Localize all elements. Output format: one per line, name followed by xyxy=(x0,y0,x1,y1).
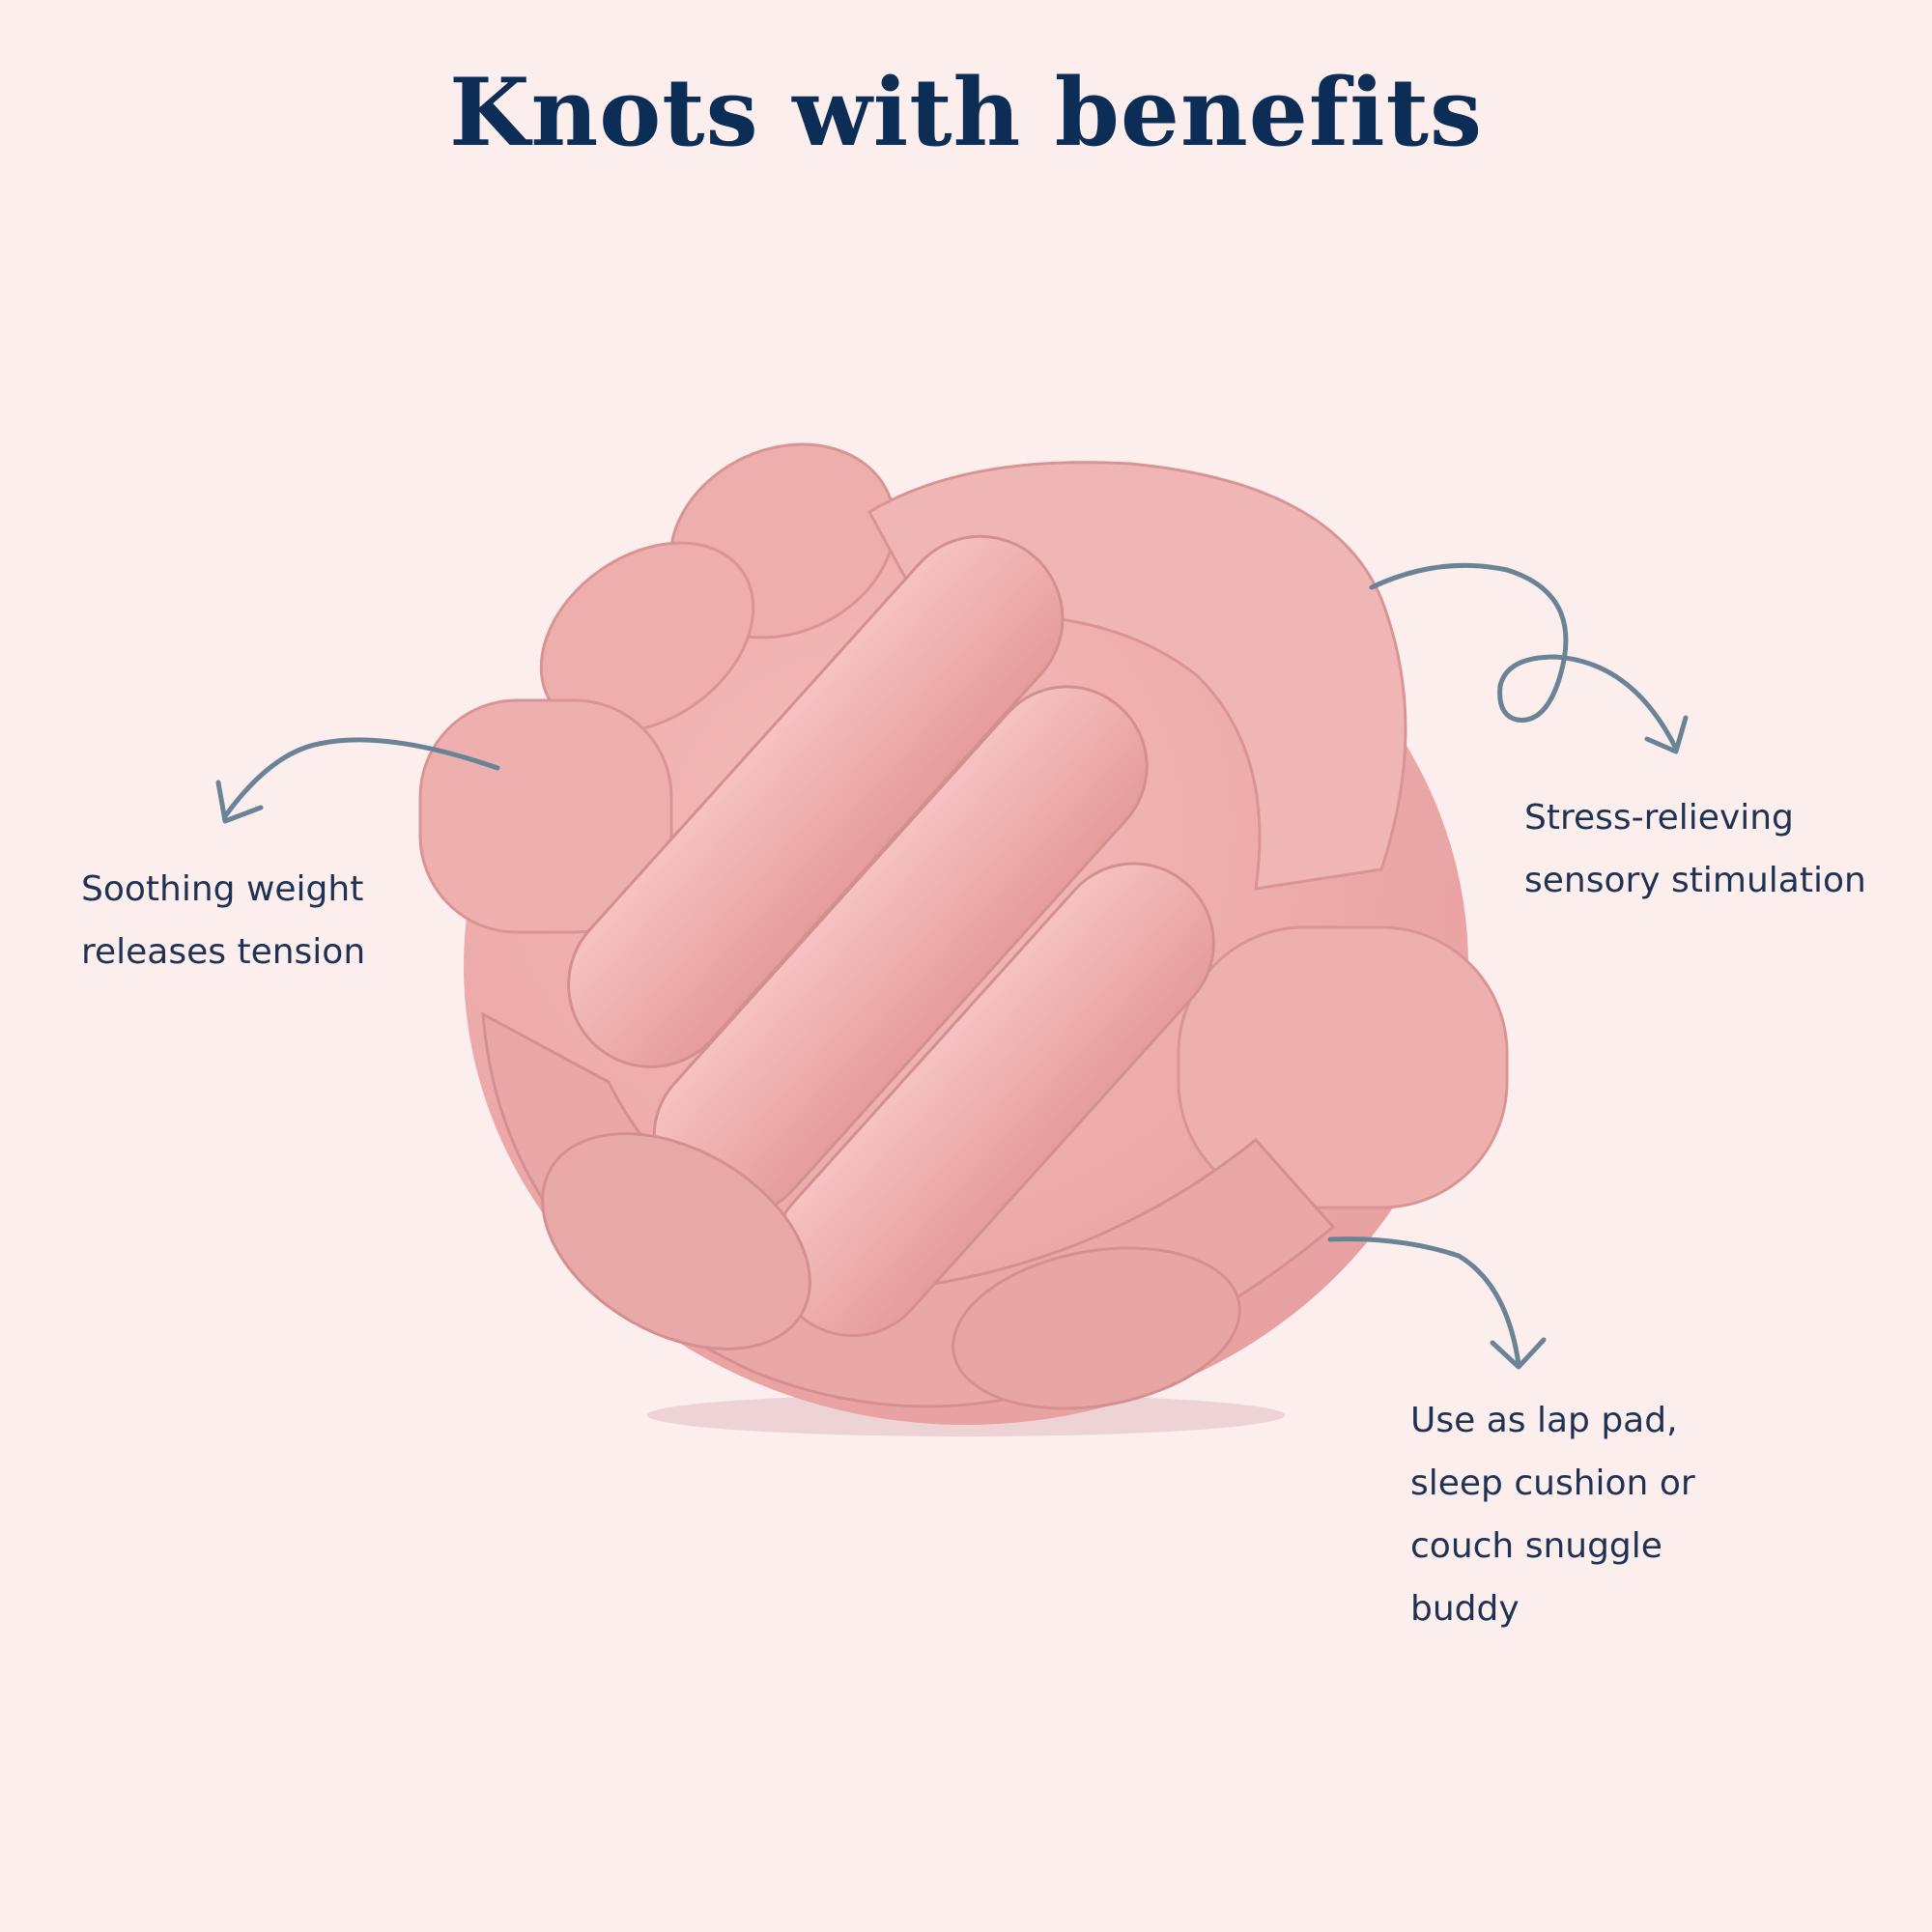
knot-tube xyxy=(952,1246,1241,1410)
arrow-bottom-head-icon xyxy=(1490,1337,1547,1370)
caption-line: releases tension xyxy=(81,932,366,972)
benefit-caption-uses: Use as lap pad, sleep cushion or couch s… xyxy=(1410,1389,1695,1640)
arrow-top-right-icon xyxy=(1369,562,1679,752)
caption-line: buddy xyxy=(1410,1589,1520,1629)
arrow-left-head-icon xyxy=(215,780,264,824)
arrow-bottom-icon xyxy=(1327,1236,1521,1367)
knot-tube xyxy=(541,1132,811,1350)
knot-tube xyxy=(567,534,1065,1068)
benefit-caption-weight: Soothing weight releases tension xyxy=(81,858,365,983)
arrow-top-right-head-icon xyxy=(1644,715,1689,754)
knot-tube xyxy=(418,698,673,934)
benefit-caption-stress: Stress-relieving sensory stimulation xyxy=(1524,786,1866,912)
caption-line: Soothing weight xyxy=(81,869,364,909)
knot-tube xyxy=(1177,925,1509,1209)
caption-line: couch snuggle xyxy=(1410,1526,1662,1566)
caption-line: sensory stimulation xyxy=(1524,861,1866,900)
arrow-left-icon xyxy=(222,737,500,819)
caption-line: Stress-relieving xyxy=(1524,798,1794,838)
caption-line: sleep cushion or xyxy=(1410,1463,1695,1503)
page-title: Knots with benefits xyxy=(449,58,1483,167)
caption-line: Use as lap pad, xyxy=(1410,1401,1678,1440)
